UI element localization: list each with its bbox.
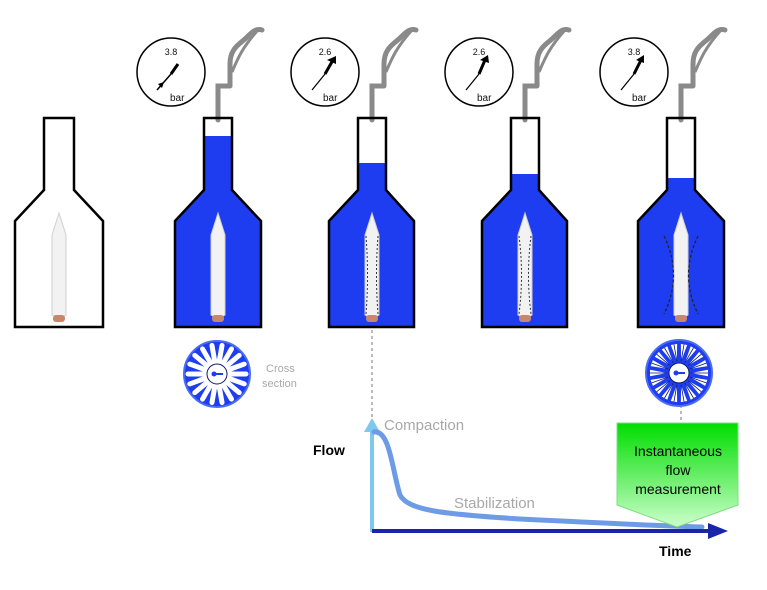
pleat bbox=[650, 377, 668, 386]
stabilization-annotation: Stabilization bbox=[454, 495, 535, 512]
gauge-3-unit: bar bbox=[477, 93, 492, 104]
pleat bbox=[650, 360, 668, 369]
gauge-4-value: 3.8 bbox=[628, 47, 641, 57]
pressure-gauge-1: 3.8 bar bbox=[136, 27, 265, 123]
pleat-fold bbox=[656, 354, 671, 366]
filter-cartridge bbox=[51, 211, 67, 322]
bottle-stabilization bbox=[480, 116, 569, 329]
gauge-2-value: 2.6 bbox=[319, 47, 332, 57]
flow-time-chart: Flow Time Compaction Stabilization bbox=[313, 417, 728, 559]
pleat-fold bbox=[651, 362, 668, 370]
callout-line2: flow bbox=[666, 462, 692, 478]
pleat bbox=[209, 342, 218, 365]
flow-axis-arrowhead bbox=[364, 418, 380, 432]
pleat bbox=[680, 343, 688, 362]
pleat bbox=[670, 343, 678, 362]
core-mark bbox=[673, 370, 679, 376]
pleat-fold bbox=[687, 354, 702, 366]
callout-line1: Instantaneous bbox=[634, 443, 722, 459]
bottle-full bbox=[173, 116, 263, 329]
pleat-fold bbox=[690, 376, 707, 384]
compaction-annotation: Compaction bbox=[384, 417, 464, 434]
core-mark bbox=[216, 373, 223, 375]
cross-section-compacted bbox=[645, 339, 713, 407]
flow-measurement-callout: Instantaneous flow measurement bbox=[616, 422, 739, 528]
callout-line3: measurement bbox=[635, 481, 721, 497]
bottle-empty bbox=[13, 116, 105, 329]
pleat bbox=[187, 375, 209, 387]
pleat bbox=[187, 361, 209, 373]
pleat bbox=[223, 379, 242, 396]
bottle-compaction bbox=[327, 116, 416, 329]
pleat-fold bbox=[690, 362, 707, 370]
pleat-fold bbox=[673, 344, 678, 362]
gauge-3-value: 2.6 bbox=[473, 47, 486, 57]
pleat-fold bbox=[664, 383, 674, 399]
pleat bbox=[225, 361, 247, 373]
pressure-gauge-3: 2.6 bar bbox=[444, 27, 572, 123]
core-mark bbox=[678, 372, 685, 374]
pleat-fold bbox=[680, 344, 685, 362]
pressure-gauge-4: 3.8 bar bbox=[599, 27, 728, 123]
pleat bbox=[223, 352, 242, 369]
pleat-fold bbox=[684, 347, 694, 363]
gauge-2-unit: bar bbox=[323, 93, 338, 104]
gauge-4-unit: bar bbox=[632, 93, 647, 104]
cross-section-label-line1: Cross bbox=[266, 363, 295, 375]
flow-axis-label: Flow bbox=[313, 442, 345, 458]
pleat-fold bbox=[680, 384, 685, 402]
pleat bbox=[680, 384, 688, 403]
core-mark bbox=[211, 371, 217, 377]
filter-cartridge bbox=[663, 211, 699, 322]
pleat-fold bbox=[664, 347, 674, 363]
time-axis-label: Time bbox=[659, 543, 692, 559]
bottle-measurement bbox=[636, 116, 726, 329]
pleat-fold bbox=[651, 376, 668, 384]
filter-cartridge bbox=[364, 211, 380, 322]
cross-section-initial bbox=[183, 340, 251, 408]
pleat bbox=[220, 346, 234, 367]
pressure-gauge-2: 2.6 bar bbox=[290, 27, 419, 123]
pleat bbox=[670, 384, 678, 403]
pleat bbox=[192, 379, 211, 396]
pleat bbox=[690, 360, 708, 369]
gauge-1-unit: bar bbox=[170, 93, 185, 104]
pleat-fold bbox=[684, 383, 694, 399]
pleat-fold bbox=[673, 384, 678, 402]
pleat-fold bbox=[687, 380, 702, 392]
gauge-1-value: 3.8 bbox=[165, 47, 178, 57]
pleat bbox=[192, 352, 211, 369]
cross-section-label-line2: section bbox=[262, 378, 297, 390]
filter-cartridge bbox=[210, 211, 226, 322]
pleat bbox=[200, 381, 214, 402]
time-axis-arrowhead bbox=[708, 523, 728, 539]
pleat-fold bbox=[656, 380, 671, 392]
pleat bbox=[220, 381, 234, 402]
pleat bbox=[690, 377, 708, 386]
pleat bbox=[209, 383, 218, 406]
pleat bbox=[200, 346, 214, 367]
pleat bbox=[225, 375, 247, 387]
pleat bbox=[216, 342, 225, 365]
flow-curve bbox=[371, 429, 705, 530]
pleat bbox=[216, 383, 225, 406]
filter-cartridge bbox=[517, 211, 533, 322]
